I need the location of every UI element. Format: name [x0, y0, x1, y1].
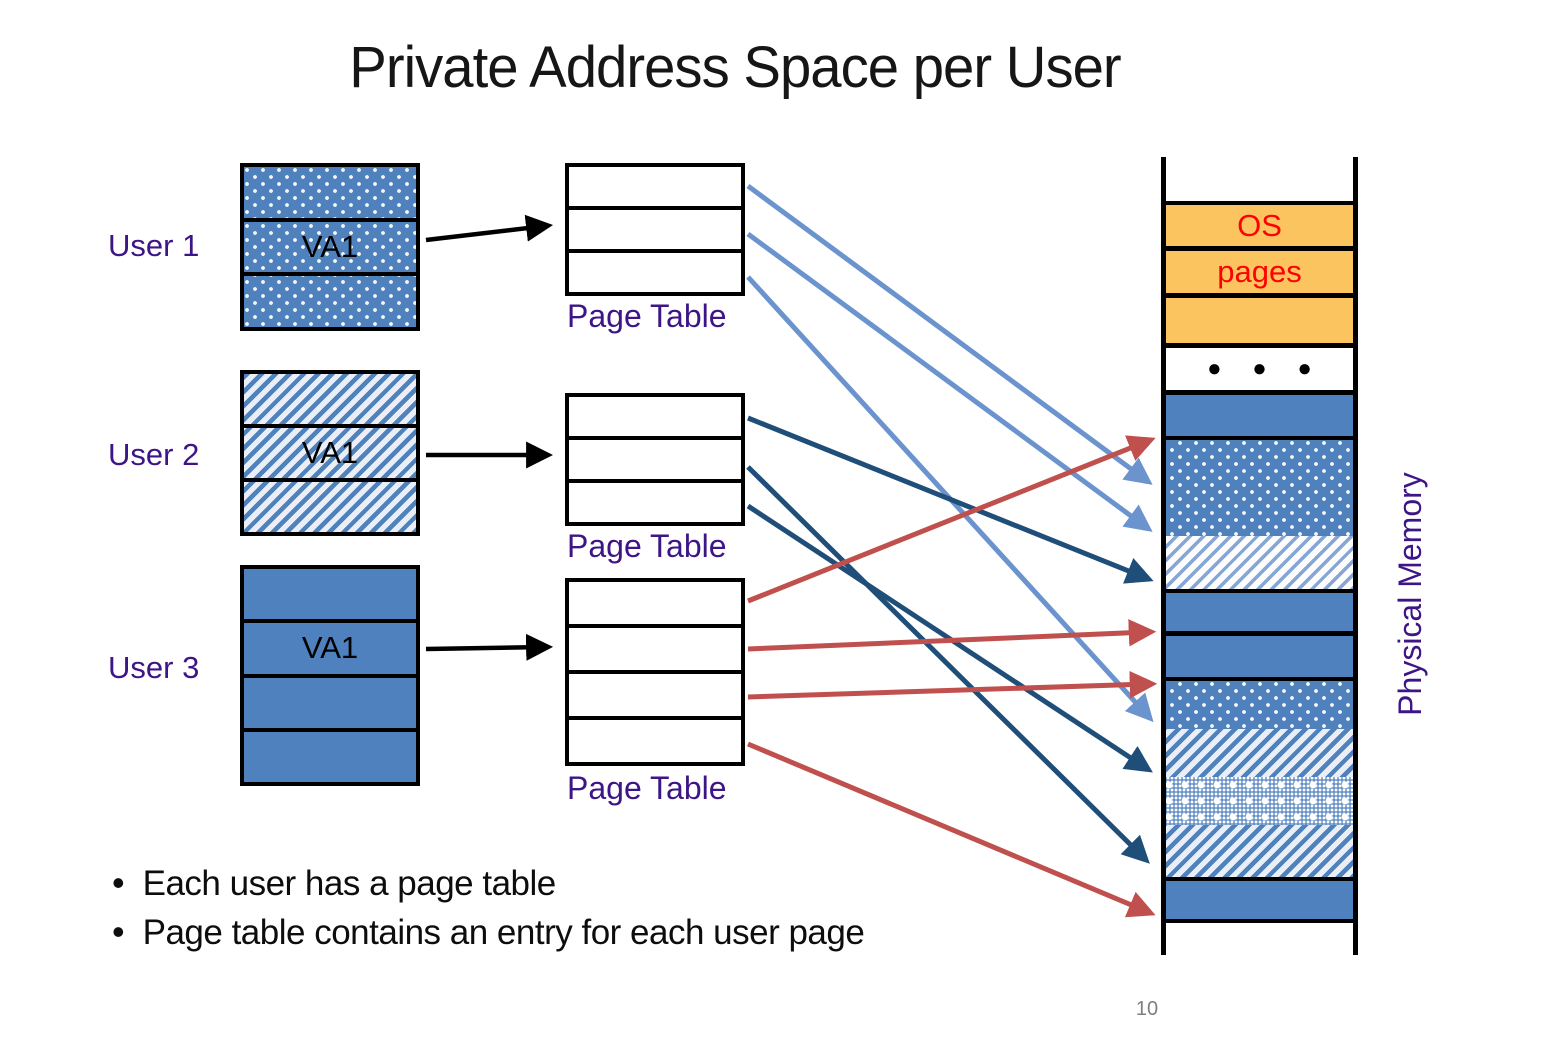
user-3-page-row	[244, 678, 416, 732]
arrow-pt3-row1-to-memory	[747, 435, 1156, 604]
arrow-user1-to-pt1	[425, 214, 554, 243]
page-title: Private Address Space per User	[349, 35, 1121, 100]
memory-row-solid	[1161, 391, 1358, 440]
page-table-2-entry	[569, 483, 741, 522]
arrow-pt1-row1-to-memory	[746, 183, 1153, 485]
user-3-page-row	[244, 569, 416, 624]
memory-row-solid	[1161, 632, 1358, 681]
bullet-dot: •	[112, 862, 125, 903]
arrow-pt3-row3-to-memory	[747, 670, 1158, 700]
bullet-text: Each user has a page table	[142, 864, 557, 903]
page-table-1-label: Page Table	[567, 298, 727, 334]
os-label-line2: pages	[1217, 254, 1302, 289]
user-1-address-space-box: VA1	[240, 163, 420, 331]
bullet-item: • Page table contains an entry for each …	[112, 911, 865, 953]
user-3-address-space-box: VA1	[240, 565, 420, 786]
user-2-address-space-box: VA1	[240, 370, 420, 536]
memory-row-ellipsis: ● ● ●	[1161, 344, 1358, 394]
arrow-pt1-row2-to-memory	[746, 231, 1153, 532]
user-3-va1-row: VA1	[244, 623, 416, 678]
user-1-page-row	[244, 167, 416, 222]
memory-row-striped	[1161, 729, 1358, 777]
page-table-3-entry	[569, 628, 741, 674]
os-label-line1: OS	[1237, 207, 1282, 243]
memory-right-rail	[1353, 157, 1358, 955]
user-1-label: User 1	[108, 228, 200, 263]
bullet-item: • Each user has a page table	[112, 862, 556, 904]
page-table-1-entry	[569, 167, 741, 210]
page-table-1-box	[565, 163, 745, 296]
user-3-label: User 3	[108, 650, 200, 685]
arrow-pt2-row2-to-memory	[746, 465, 1150, 864]
page-table-3-entry	[569, 674, 741, 720]
user-2-page-row	[244, 482, 416, 532]
page-table-3-label: Page Table	[567, 770, 727, 806]
memory-row-solid	[1161, 877, 1358, 923]
page-table-2-label: Page Table	[567, 528, 727, 564]
page-number: 10	[1135, 998, 1159, 1020]
page-table-3-entry	[569, 582, 741, 628]
memory-row-os-3	[1161, 294, 1358, 347]
user-3-va1-label: VA1	[301, 630, 359, 666]
page-table-1-entry	[569, 253, 741, 292]
memory-row-checker	[1161, 777, 1358, 825]
user-2-va1-row: VA1	[244, 428, 416, 482]
page-table-2-entry	[569, 440, 741, 483]
memory-row-dotted	[1161, 681, 1358, 729]
ellipsis-dots: ● ● ●	[1207, 355, 1324, 382]
arrow-pt1-row3-to-memory	[746, 275, 1154, 723]
user-1-va1-label: VA1	[301, 229, 359, 264]
user-1-page-row	[244, 276, 416, 327]
arrow-user3-to-pt3	[425, 633, 554, 661]
physical-memory-label: Physical Memory	[1392, 472, 1428, 716]
page-table-3-entry	[569, 720, 741, 762]
arrow-pt2-row1-to-memory	[747, 415, 1154, 584]
arrow-pt3-row4-to-memory	[747, 741, 1156, 918]
memory-row-os-2: pages	[1161, 247, 1358, 297]
memory-row-solid	[1161, 589, 1358, 635]
memory-left-rail	[1161, 157, 1166, 955]
user-1-va1-row: VA1	[244, 222, 416, 277]
page-table-2-entry	[569, 397, 741, 440]
memory-row-striped	[1161, 825, 1358, 877]
bullet-text: Page table contains an entry for each us…	[142, 913, 865, 952]
page-table-1-entry	[569, 210, 741, 253]
page-table-3-box	[565, 578, 745, 766]
arrow-pt3-row2-to-memory	[747, 619, 1157, 652]
user-2-va1-label: VA1	[301, 435, 359, 470]
page-table-2-box	[565, 393, 745, 526]
bullet-dot: •	[112, 911, 125, 952]
arrow-pt2-row3-to-memory	[746, 503, 1153, 773]
memory-row-dotted	[1161, 440, 1358, 536]
memory-row-striped-light	[1161, 536, 1358, 589]
user-2-page-row	[244, 374, 416, 428]
memory-row-os-1: OS	[1161, 201, 1358, 250]
user-3-page-row	[244, 732, 416, 782]
user-2-label: User 2	[108, 437, 200, 472]
